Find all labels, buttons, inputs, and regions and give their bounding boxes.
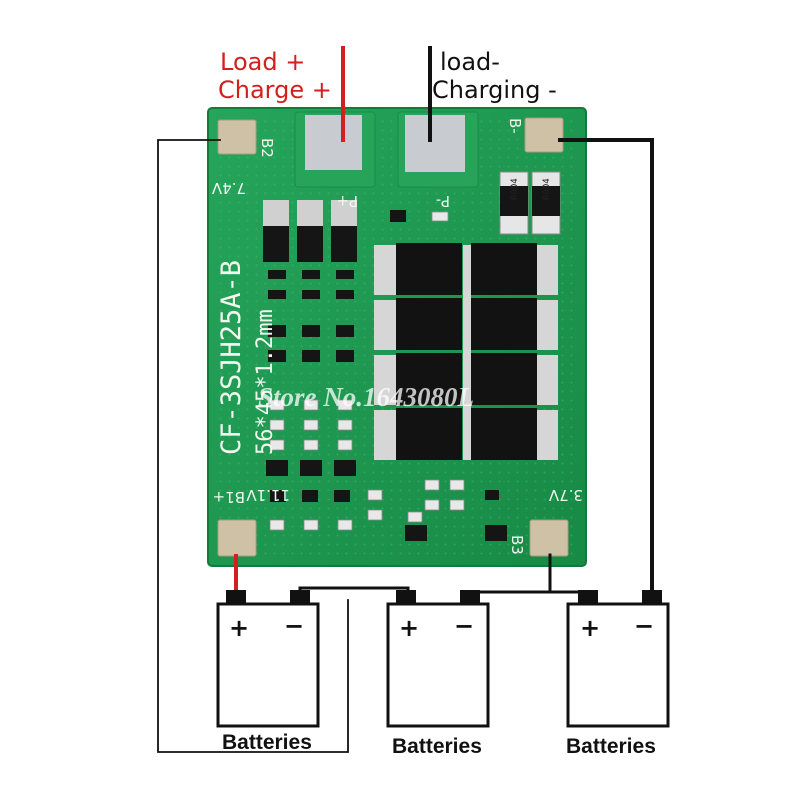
regulator-transistors xyxy=(263,200,357,262)
voltage-11-1-label: 11.1V xyxy=(246,486,290,504)
label-load-minus: load- xyxy=(440,48,500,76)
resistor-2-label: R004 xyxy=(542,178,552,200)
pad-b3-label: B3 xyxy=(508,535,526,555)
pad-b-minus xyxy=(524,117,564,153)
battery-2-plus: + xyxy=(399,614,419,642)
label-charge-plus: Charge + xyxy=(218,76,332,104)
pad-b1-plus-label: B1+ xyxy=(213,488,245,506)
pad-p-minus-label: P- xyxy=(436,192,450,210)
smd-bottom-chip-2 xyxy=(485,525,507,541)
battery-terminal-signs: + − + − + − xyxy=(229,612,654,642)
wire-bat1-bat2 xyxy=(298,586,410,602)
pad-p-plus-label: P+ xyxy=(336,192,358,210)
pcb-edge xyxy=(207,107,587,567)
resistor-1-label: R004 xyxy=(510,178,520,200)
battery-3-plus: + xyxy=(580,614,600,642)
smd-bottom-chip-1 xyxy=(405,525,427,541)
pad-b1-plus xyxy=(217,519,257,557)
battery-1-plus: + xyxy=(229,614,249,642)
voltage-3-7-label: 3.7V xyxy=(548,486,583,504)
smd-components xyxy=(266,210,507,541)
wires xyxy=(157,46,654,753)
battery-1-label: Batteries xyxy=(222,731,312,754)
battery-3-minus: − xyxy=(634,612,654,640)
smd-bottom-chip-3 xyxy=(485,490,499,500)
battery-1 xyxy=(216,590,320,728)
p-plus-pad xyxy=(305,115,362,170)
pad-b-minus-label: B- xyxy=(506,118,524,134)
battery-2-label: Batteries xyxy=(392,735,482,758)
p-minus-pad xyxy=(405,115,465,172)
silkscreen: CF-3SJH25A-B 56*45*1.2mm B2 B- B1+ B3 P+… xyxy=(211,118,583,555)
battery-3 xyxy=(566,590,670,728)
battery-2-minus: − xyxy=(454,612,474,640)
battery-3-label: Batteries xyxy=(566,735,656,758)
store-watermark: Store No.1643080L xyxy=(258,382,474,412)
voltage-7-4-label: 7.4V xyxy=(211,179,246,197)
pad-b2-label: B2 xyxy=(258,138,276,158)
pad-b3 xyxy=(529,519,569,557)
wire-b-minus xyxy=(558,138,654,592)
resistor-2-body xyxy=(532,186,560,216)
wire-bat2-bat3 xyxy=(468,590,582,602)
output-pads xyxy=(294,111,479,188)
battery-2 xyxy=(386,590,490,728)
sense-resistors xyxy=(499,171,561,235)
label-charging-minus: Charging - xyxy=(432,76,557,104)
mosfet-grid xyxy=(374,243,558,460)
smd-top-chip xyxy=(390,210,406,222)
resistor-1-body xyxy=(500,186,528,216)
pad-b2 xyxy=(217,119,257,155)
board-size-text: 56*45*1.2mm xyxy=(253,309,278,455)
battery-pads xyxy=(217,117,569,557)
board-model-text: CF-3SJH25A-B xyxy=(216,260,247,455)
battery-1-minus: − xyxy=(284,612,304,640)
label-load-plus: Load + xyxy=(220,48,306,76)
wire-b2 xyxy=(157,139,349,753)
